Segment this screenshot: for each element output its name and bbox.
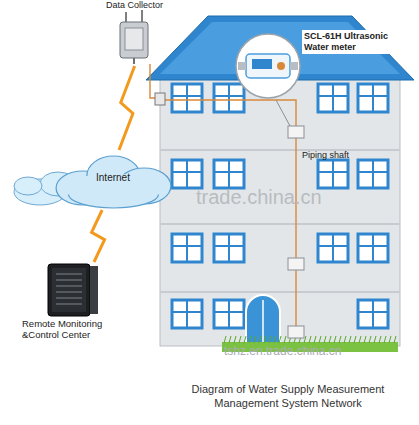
- window: [214, 300, 244, 328]
- device-node: SCL-61H Ultrasonic Water meter: [234, 24, 412, 104]
- meter-box: [288, 126, 304, 338]
- floor-line: [160, 150, 400, 292]
- junction-box: [155, 93, 165, 105]
- cloud-label: Internet: [52, 172, 174, 184]
- device-node: Data Collector: [104, 0, 177, 66]
- wireless-link: [92, 210, 105, 262]
- window: [172, 160, 202, 188]
- caption: Diagram of Water Supply Measurement Mana…: [168, 382, 408, 411]
- window: [214, 84, 244, 112]
- wireless-link: [119, 66, 135, 150]
- window: [358, 84, 388, 112]
- window: [214, 234, 244, 262]
- device-label: Remote Monitoring &Control Center: [22, 318, 140, 341]
- device-label: SCL-61H Ultrasonic Water meter: [302, 30, 406, 54]
- window: [318, 84, 348, 112]
- window: [172, 300, 202, 328]
- window: [172, 234, 202, 262]
- device-node: Remote Monitoring &Control Center: [22, 262, 143, 354]
- window: [358, 234, 388, 262]
- device-label: Data Collector: [106, 0, 174, 11]
- watermark: tshz.en.trade.china.cn: [224, 344, 341, 358]
- window: [172, 84, 202, 112]
- window-group: [172, 84, 388, 328]
- window: [214, 160, 244, 188]
- meter-callout: [236, 34, 300, 126]
- window: [318, 234, 348, 262]
- door: [246, 295, 280, 346]
- part-label: Piping shaft: [302, 150, 349, 160]
- watermark: trade.china.cn: [196, 186, 322, 209]
- data-collector-device: [120, 10, 148, 64]
- cloud-node: Internet: [52, 150, 177, 210]
- server-icon: [48, 264, 98, 316]
- window: [318, 160, 348, 188]
- window: [358, 300, 388, 328]
- window: [358, 160, 388, 188]
- building-body: [160, 74, 400, 346]
